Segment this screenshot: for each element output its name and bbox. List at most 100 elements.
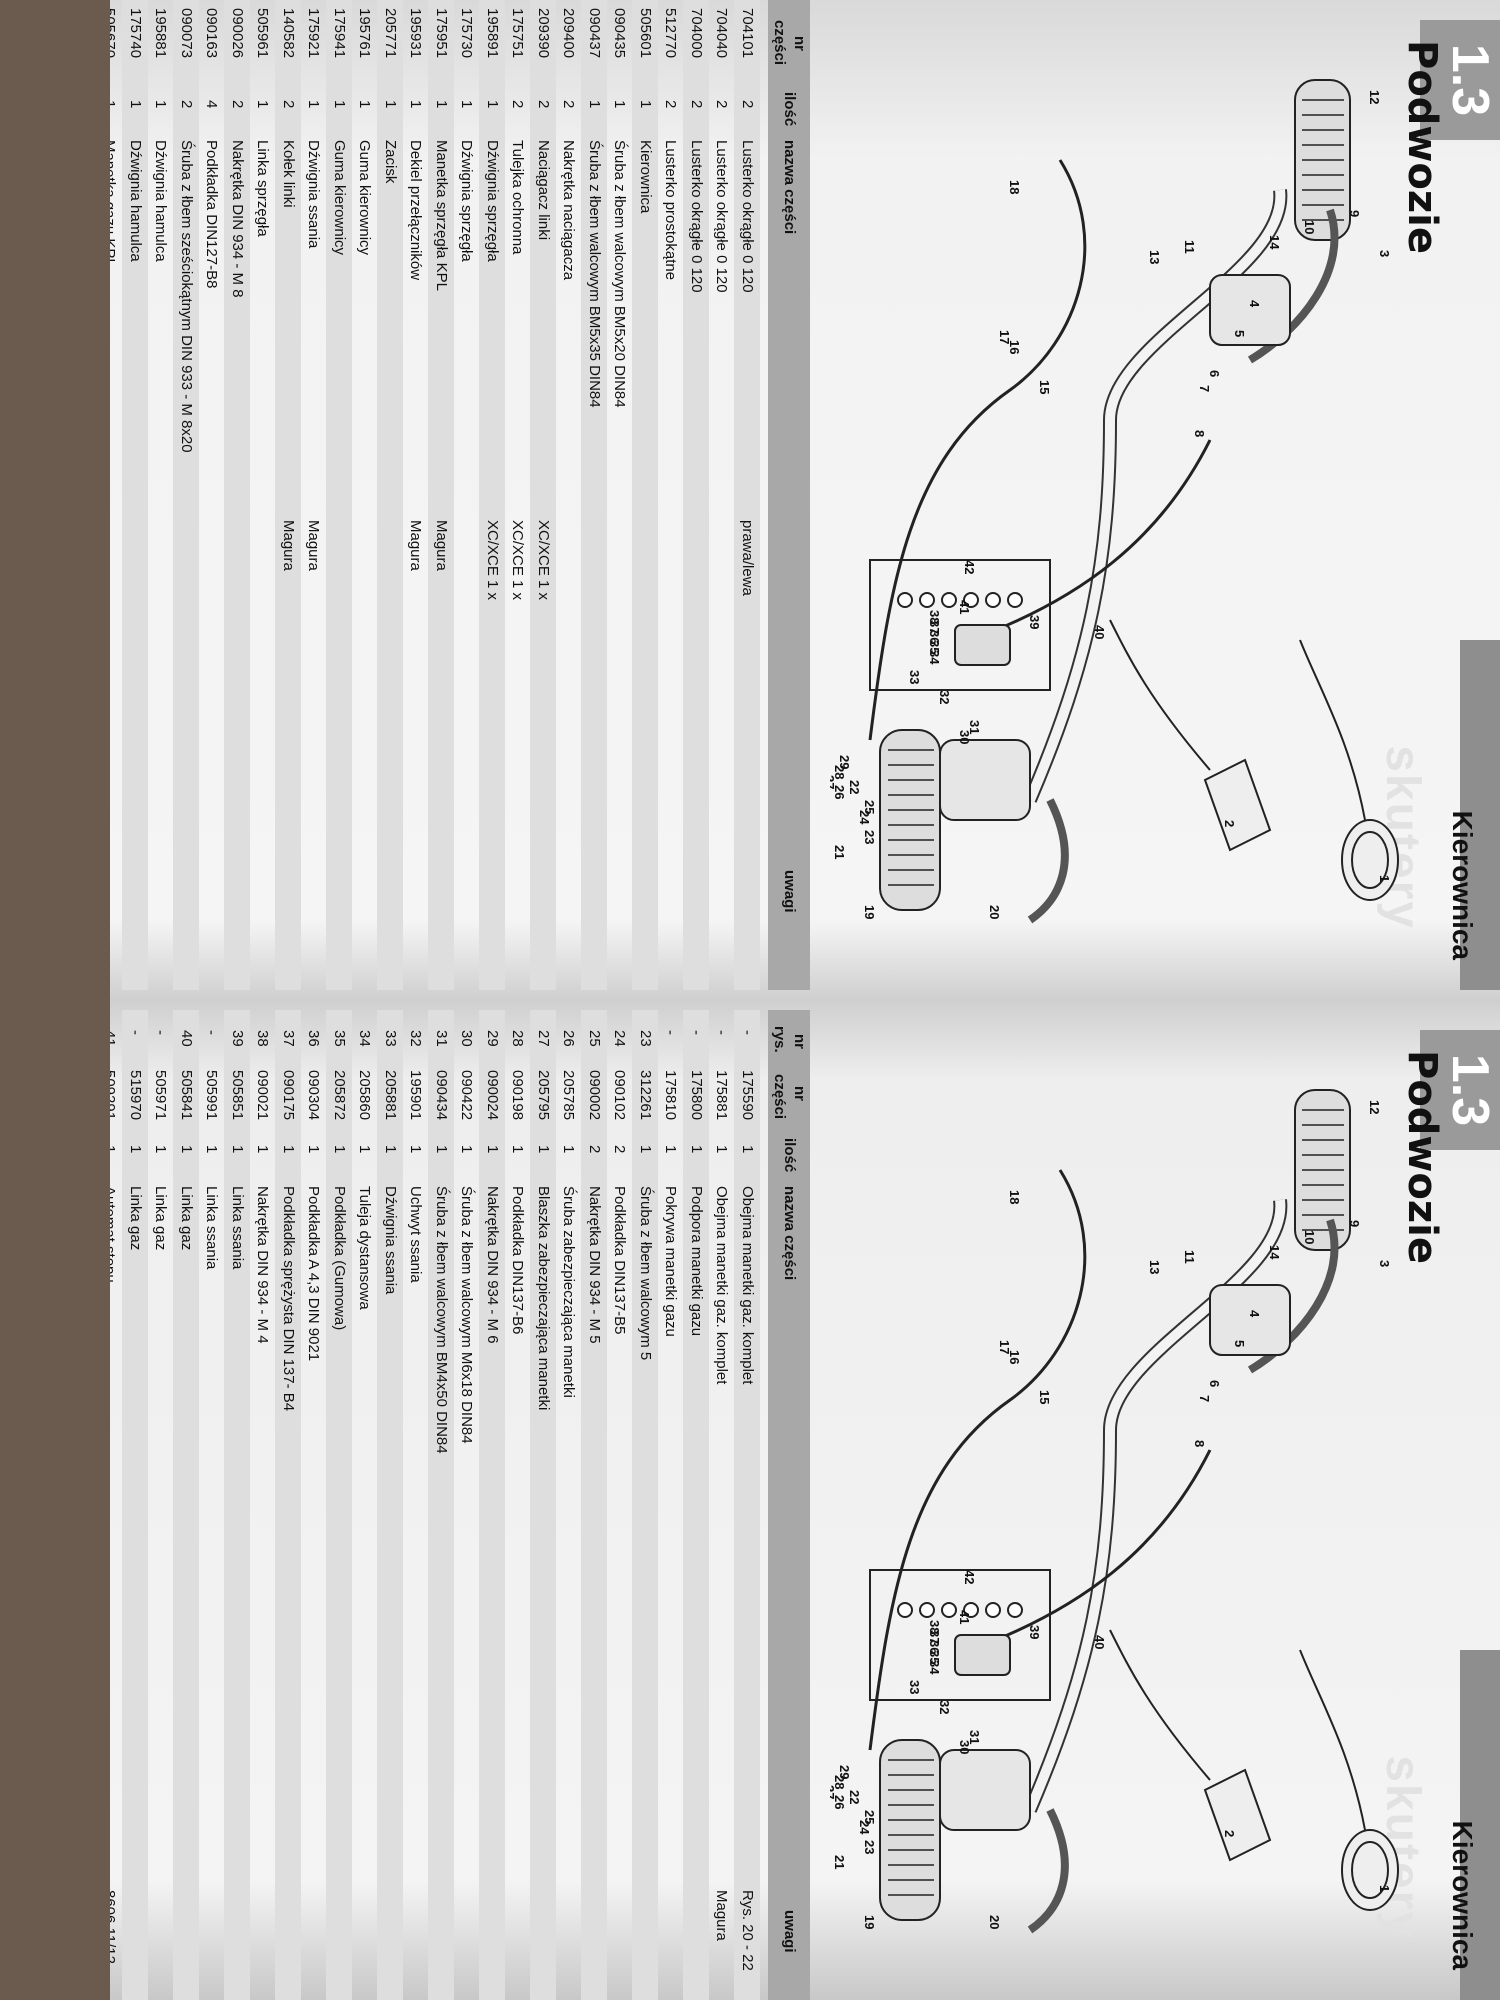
- cell-qty: 1: [713, 1145, 731, 1154]
- cell-qty: 2: [713, 100, 731, 109]
- cell-nr: 512770: [662, 8, 680, 59]
- cell-note: Magura: [280, 520, 297, 571]
- cell-qty: 1: [484, 1145, 501, 1154]
- cell-qty: 2: [611, 1145, 629, 1154]
- col-nr-2: części: [771, 1074, 788, 1120]
- cell-nr: 090026: [229, 8, 246, 59]
- cell-nr: 140582: [280, 8, 297, 59]
- cell-nr: 515970: [127, 1070, 144, 1121]
- callout-number: 23: [862, 830, 877, 844]
- cell-name: Nakrętka DIN 934 - M 6: [484, 1186, 501, 1344]
- callout-number: 37: [927, 620, 942, 634]
- cell-nr: 505670: [110, 8, 119, 59]
- col-qty: ilość: [781, 1138, 798, 1173]
- callout-number: 16: [1007, 1350, 1022, 1364]
- cell-nr: 205795: [535, 1070, 552, 1121]
- cell-nr: 312261: [637, 1070, 654, 1121]
- cell-rys: 23: [637, 1030, 654, 1047]
- callout-number: 27: [830, 775, 837, 789]
- callout-number: 42: [962, 560, 977, 574]
- cell-name: Lusterko okrągłe 0 120: [739, 140, 756, 293]
- cell-qty: 2: [688, 100, 705, 109]
- callout-number: 5: [1232, 1340, 1247, 1347]
- cell-name: Śruba z łbem walcowym BM4x50 DIN84: [433, 1186, 450, 1454]
- cell-qty: 1: [739, 1145, 756, 1154]
- callout-number: 24: [857, 1820, 872, 1835]
- callout-number: 40: [1092, 625, 1107, 639]
- callout-number: 14: [1267, 235, 1282, 250]
- cell-rys: 31: [433, 1030, 450, 1047]
- col-nr-2: części: [771, 20, 788, 66]
- cell-name: Podkładka DIN127-B8: [203, 140, 221, 289]
- cell-name: Śruba z łbem walcowym BM5x35 DIN84: [586, 140, 603, 408]
- cell-qty: 1: [662, 1145, 680, 1154]
- cell-name: Kołek linki: [280, 140, 297, 208]
- callout-number: 30: [957, 1740, 972, 1754]
- callout-number: 6: [1207, 1380, 1222, 1387]
- cell-nr: 090437: [586, 8, 603, 59]
- cell-name: Linka gaz: [127, 1186, 144, 1251]
- cell-name: Podpora manetki gazu: [688, 1186, 705, 1337]
- cell-name: Linka ssania: [203, 1186, 221, 1270]
- cell-qty: 2: [229, 100, 246, 109]
- cell-nr: 205872: [331, 1070, 348, 1121]
- cell-rys: 38: [254, 1030, 272, 1047]
- cell-qty: 1: [586, 100, 603, 109]
- cell-name: Naciągacz linki: [535, 140, 552, 241]
- callout-number: 15: [1037, 1390, 1052, 1404]
- cell-name: Śruba z łbem walcowym M6x18 DIN84: [458, 1186, 476, 1444]
- cell-nr: 195931: [407, 8, 425, 59]
- cell-qty: 1: [382, 100, 399, 109]
- cell-nr: 090002: [586, 1070, 603, 1121]
- cell-nr: 090422: [458, 1070, 476, 1121]
- cell-name: Kierownica: [637, 140, 654, 214]
- cell-rys: 33: [382, 1030, 399, 1047]
- cell-qty: 1: [229, 1145, 246, 1154]
- callout-number: 29: [837, 1765, 852, 1779]
- cell-nr: 209400: [560, 8, 578, 59]
- callout-number: 24: [857, 810, 872, 825]
- cell-rys: -: [203, 1030, 221, 1035]
- callout-number: 13: [1147, 1260, 1162, 1274]
- cell-qty: 1: [331, 1145, 348, 1154]
- cell-note: Magura: [305, 520, 323, 571]
- callout-number: 2: [1222, 820, 1237, 827]
- cell-rys: 39: [229, 1030, 246, 1047]
- callout-number: 7: [1197, 1395, 1212, 1402]
- cell-note: XC/XCE 1 x: [535, 520, 552, 601]
- callout-number: 18: [1007, 180, 1022, 194]
- table-row: 5056701Manetka gazu KPL: [110, 0, 123, 990]
- cell-qty: 1: [433, 1145, 450, 1154]
- callout-number: 23: [862, 1840, 877, 1854]
- cell-name: Śruba z łbem walcowym BM5x20 DIN84: [611, 140, 629, 408]
- cell-nr: 195881: [152, 8, 170, 59]
- callout-number: 12: [1367, 90, 1382, 104]
- cell-qty: 2: [509, 100, 527, 109]
- cell-nr: 175881: [713, 1070, 731, 1121]
- cell-rys: 28: [509, 1030, 527, 1047]
- cell-qty: 4: [203, 100, 221, 109]
- cell-nr: 505601: [637, 8, 654, 59]
- cell-name: Dźwignia sprzęgła: [484, 140, 501, 262]
- cell-rys: 36: [305, 1030, 323, 1047]
- cell-nr: 090021: [254, 1070, 272, 1121]
- cell-qty: 1: [611, 100, 629, 109]
- cell-nr: 175800: [688, 1070, 705, 1121]
